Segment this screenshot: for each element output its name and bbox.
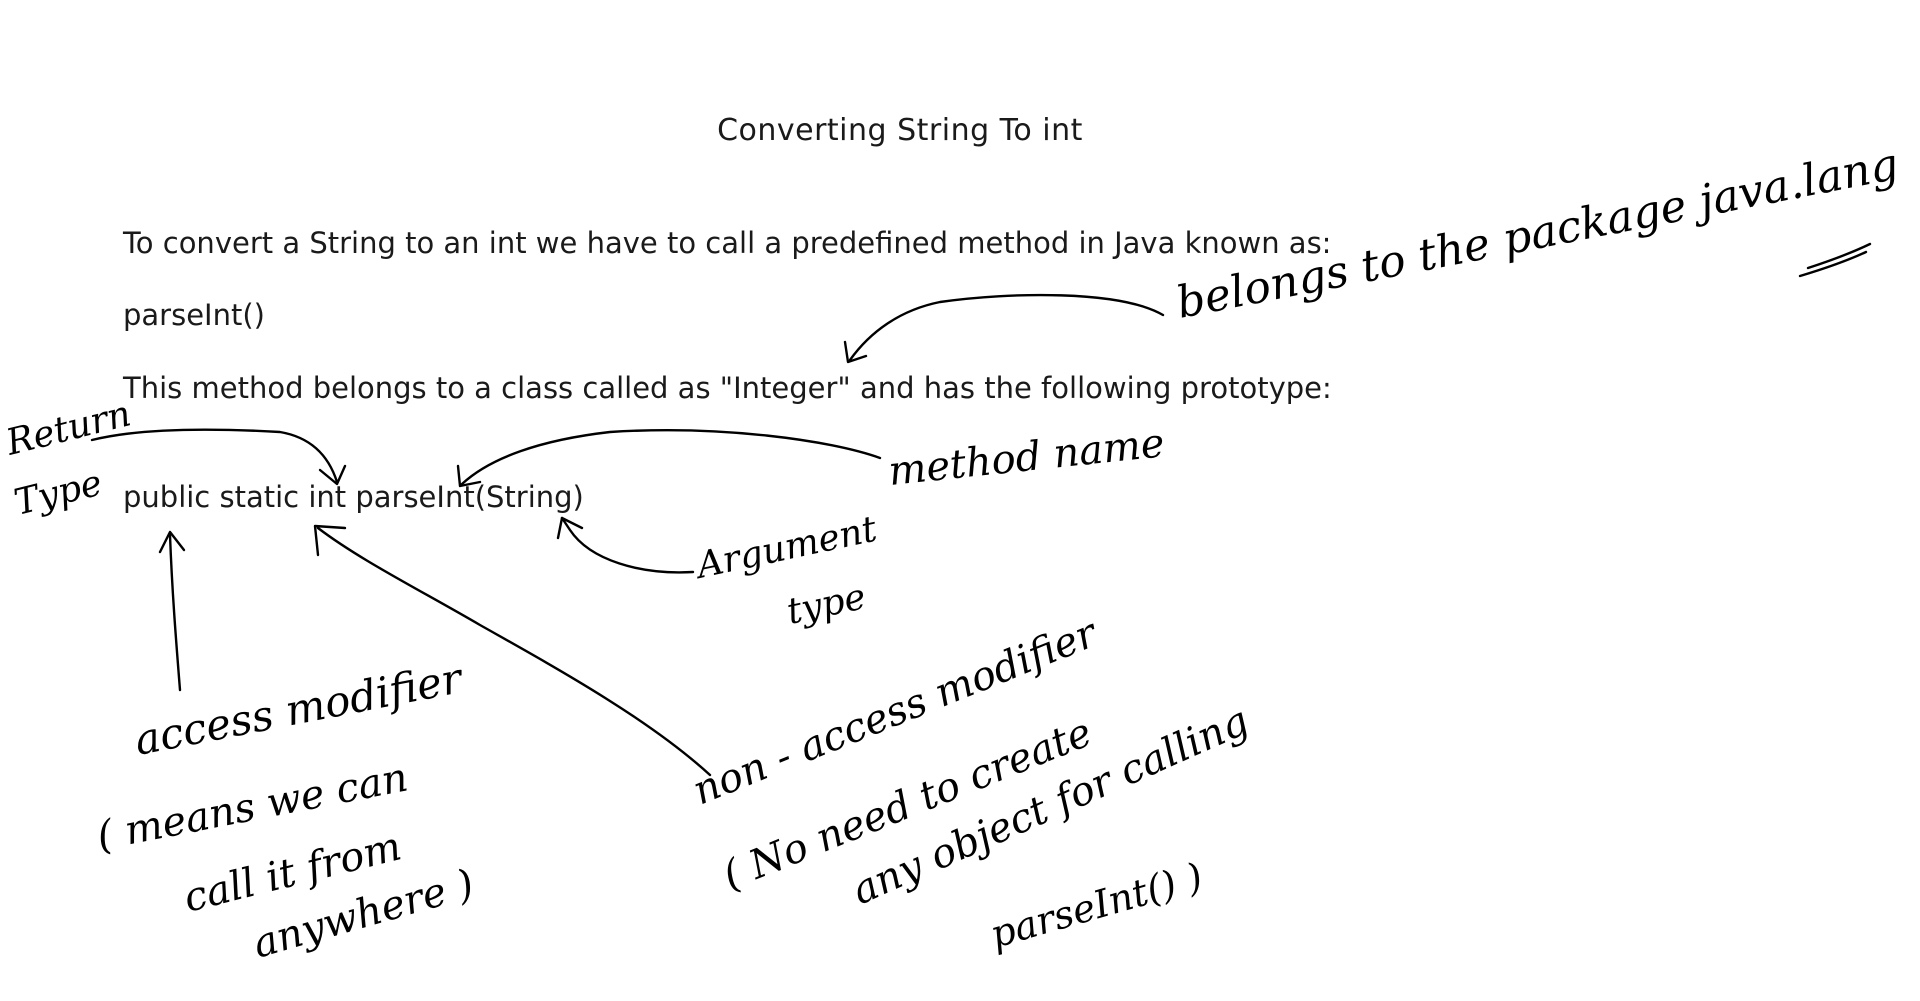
non-access-modifier-arrowhead — [313, 524, 347, 557]
method-name-text: parseInt() — [123, 298, 265, 332]
argument-type-arrow — [560, 516, 695, 574]
argument-type-note-line1: Argument — [690, 509, 881, 588]
argument-type-arrowhead — [556, 516, 584, 540]
non-access-modifier-detail-2: any object for calling — [845, 698, 1255, 914]
intro-text: To convert a String to an int we have to… — [123, 226, 1332, 260]
package-arrowhead — [843, 340, 868, 364]
access-modifier-arrow — [168, 533, 182, 692]
return-type-arrow — [90, 428, 339, 484]
page-title: Converting String To int — [717, 113, 1083, 148]
package-underline-2 — [1798, 250, 1868, 278]
access-modifier-detail-1: ( means we can — [93, 754, 411, 859]
non-access-modifier-detail-3: parseInt() ) — [985, 854, 1207, 957]
access-modifier-note: access modifier — [131, 653, 469, 765]
prototype-text: public static int parseInt(String) — [123, 480, 584, 514]
access-modifier-detail-2: call it from — [179, 823, 406, 921]
package-arrow — [848, 293, 1165, 362]
class-description-text: This method belongs to a class called as… — [123, 371, 1332, 405]
package-underline — [1806, 242, 1872, 270]
method-name-arrow — [460, 429, 882, 486]
return-type-note-line1: Return — [1, 393, 135, 464]
argument-type-note-line2: type — [783, 576, 869, 633]
method-name-note: method name — [886, 420, 1166, 495]
non-access-modifier-detail-1: ( No need to create — [717, 709, 1099, 899]
access-modifier-detail-3: anywhere ) — [248, 861, 479, 968]
non-access-modifier-note: non - access modifier — [687, 609, 1106, 814]
access-modifier-arrowhead — [158, 530, 186, 554]
return-type-note-line2: Type — [10, 462, 106, 523]
non-access-modifier-arrow — [316, 526, 712, 777]
